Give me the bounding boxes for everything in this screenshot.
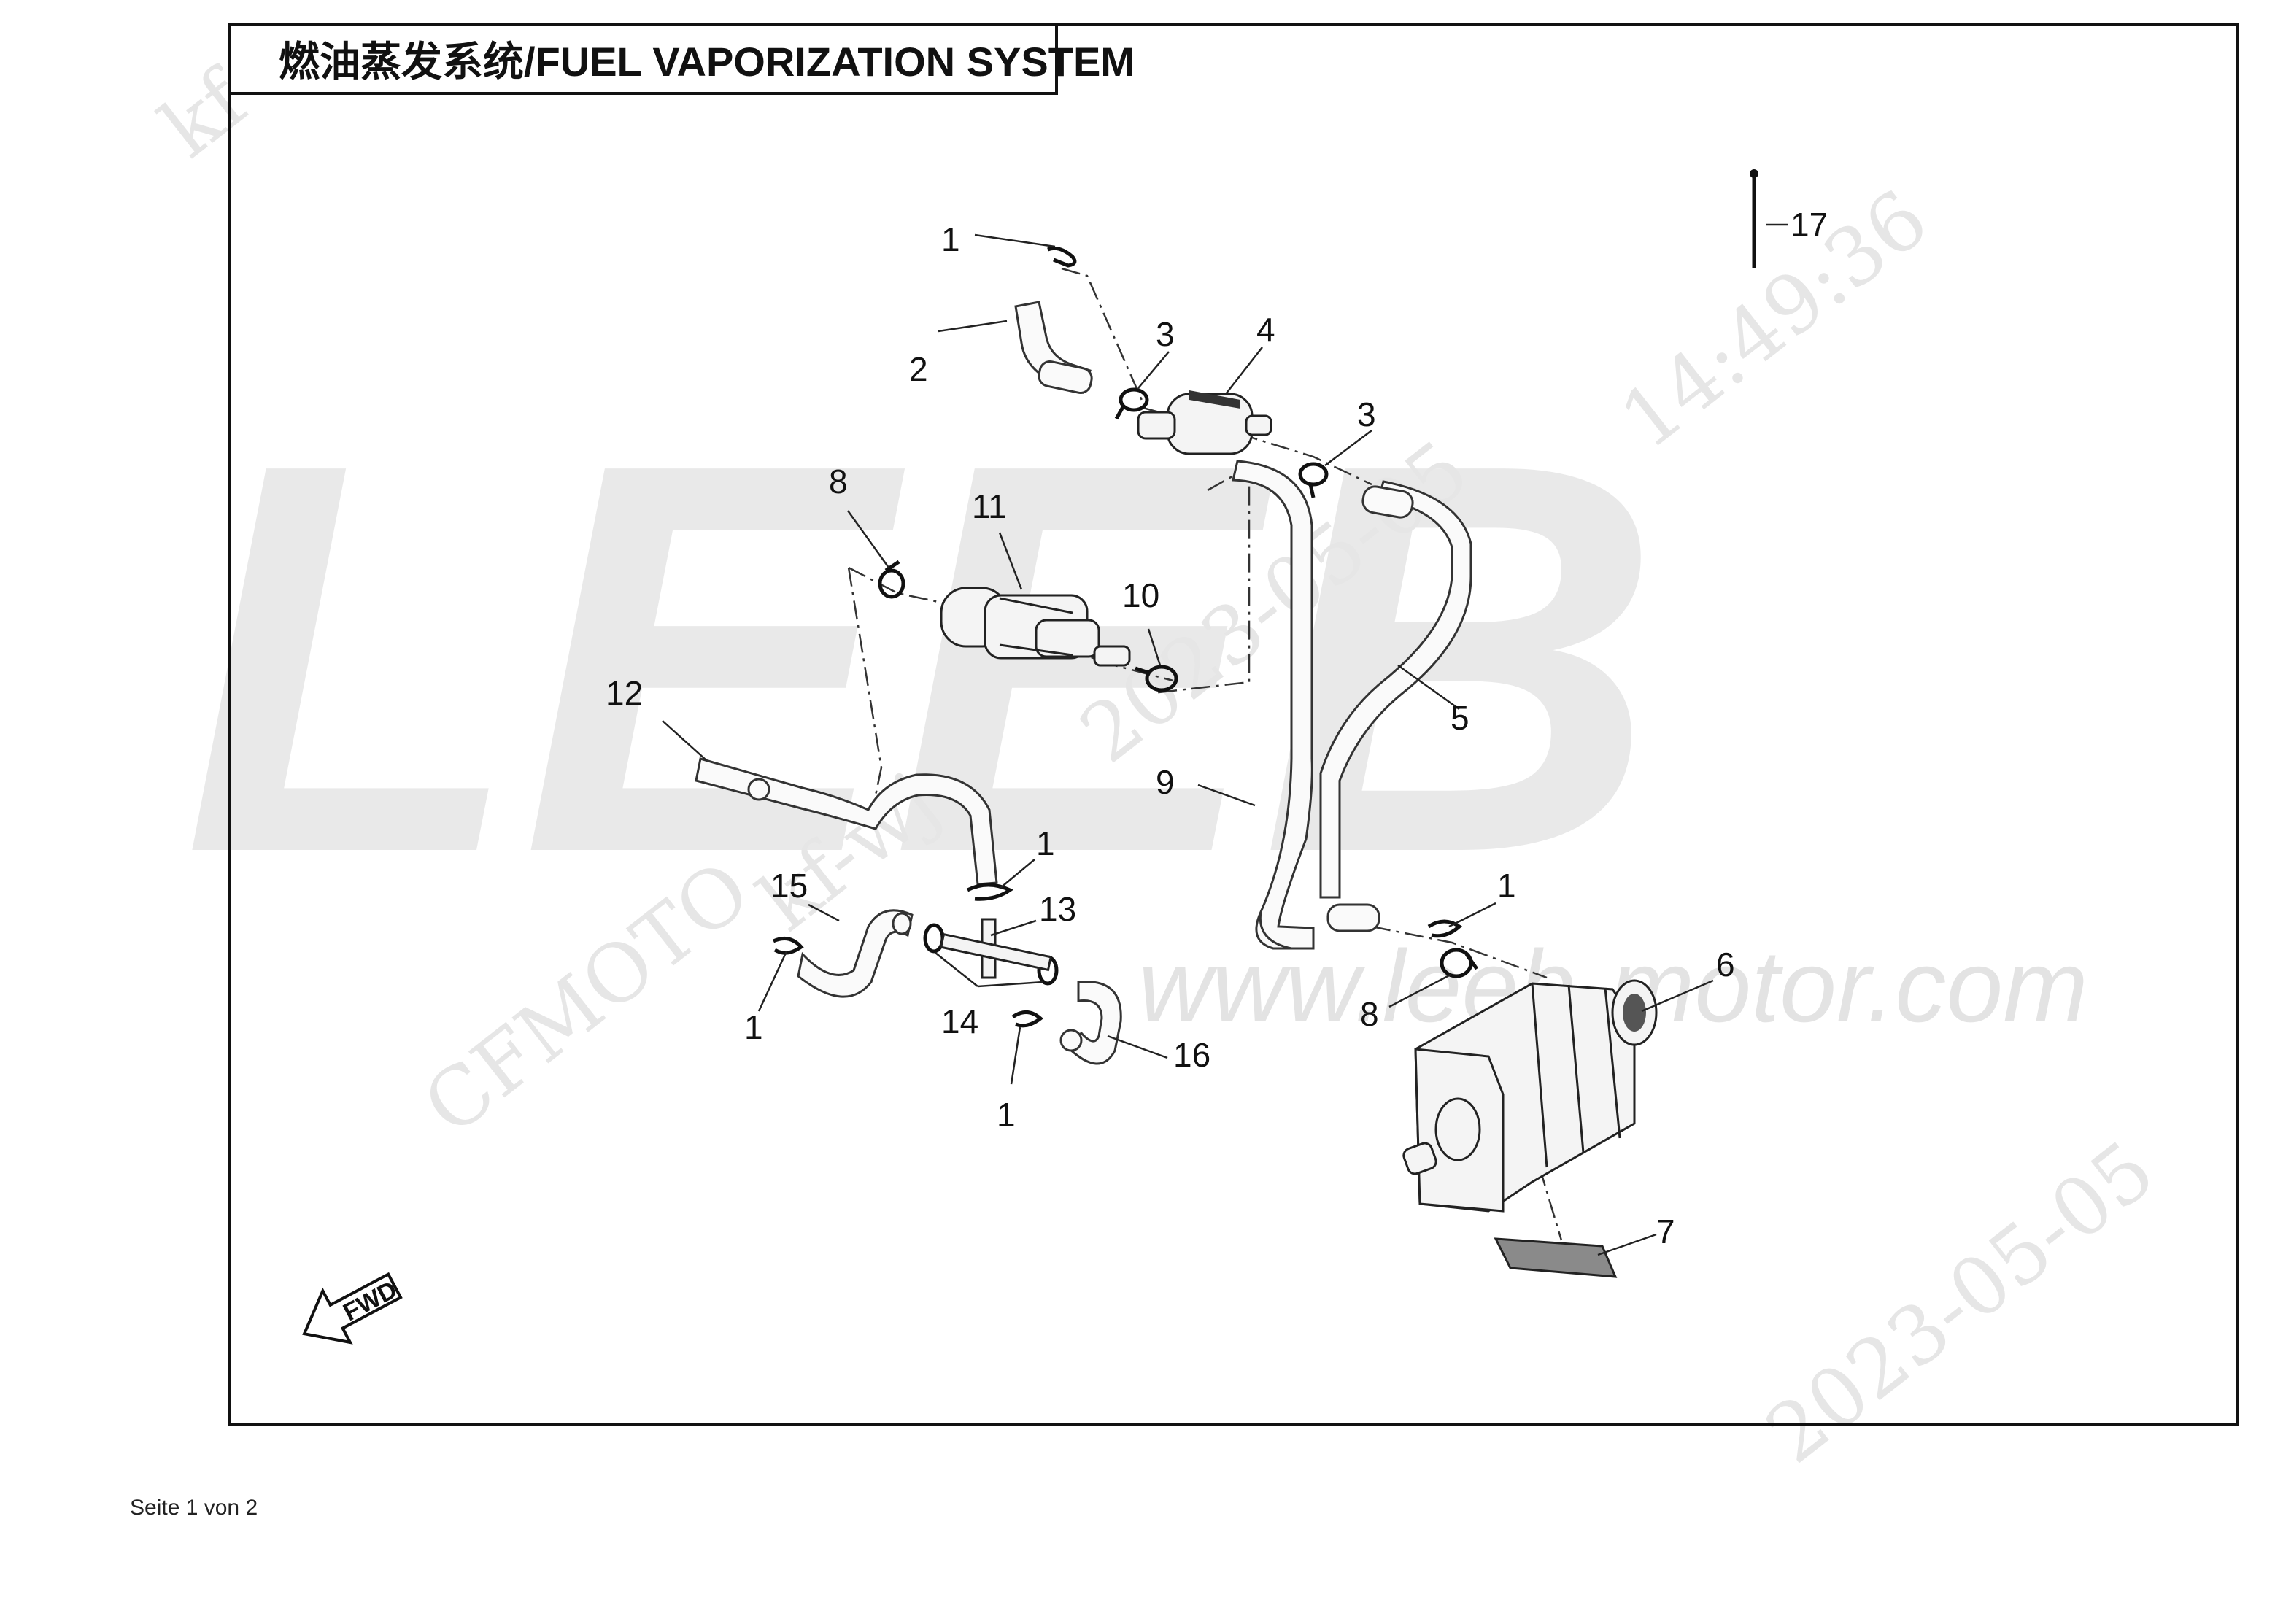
callout-17: 17	[1791, 206, 1828, 244]
callout-12: 12	[606, 674, 643, 712]
clamp-part-8a	[878, 560, 905, 599]
callout-1: 1	[997, 1096, 1016, 1134]
date-watermark-bottom: 2023-05-05	[1749, 1123, 2171, 1481]
callout-8: 8	[1360, 995, 1379, 1033]
callout-13: 13	[1039, 890, 1076, 928]
pin-part	[1750, 169, 1758, 268]
title-box	[228, 23, 1058, 95]
callout-labels: 1 2 3 4 3 8 11 10 5 17 12 9 1 15 13 1 6 …	[606, 206, 1828, 1250]
hose-part-16	[1059, 980, 1122, 1065]
diagram-title: 燃油蒸发系统/FUEL VAPORIZATION SYSTEM	[279, 39, 1135, 85]
clip-part-top	[1047, 246, 1077, 268]
tee-part-13	[939, 918, 1053, 979]
callout-3: 3	[1357, 395, 1376, 433]
clip-part-1c	[1427, 919, 1463, 938]
elbow-hose-part	[1014, 301, 1093, 395]
page-footer: Seite 1 von 2	[130, 1496, 258, 1520]
hose-part-5	[1319, 480, 1472, 899]
valve-part	[1137, 390, 1272, 455]
clamp-part-3a	[1114, 387, 1149, 420]
callout-1: 1	[1036, 824, 1055, 862]
long-hose-part-9	[1232, 460, 1380, 950]
callout-1: 1	[1497, 867, 1516, 905]
callout-11: 11	[972, 487, 1007, 525]
clamp-part-3b	[1298, 462, 1329, 498]
clamp-part-14	[923, 923, 1059, 988]
clamp-part-10	[1135, 665, 1178, 692]
callout-1: 1	[744, 1008, 763, 1046]
callout-6: 6	[1716, 946, 1735, 983]
rollover-valve-part	[940, 587, 1131, 667]
callout-3: 3	[1156, 315, 1175, 353]
canister-part-6	[1402, 979, 1658, 1213]
callout-9: 9	[1156, 763, 1175, 801]
callout-4: 4	[1256, 311, 1275, 349]
pad-part-7	[1494, 1237, 1618, 1278]
diagram-frame	[228, 23, 2239, 1426]
callout-10: 10	[1122, 576, 1159, 614]
leader-lines	[662, 223, 1788, 1256]
callout-7: 7	[1656, 1213, 1675, 1250]
callout-5: 5	[1451, 699, 1469, 737]
clip-part-1b	[966, 883, 1013, 901]
clip-part-1e	[1011, 1010, 1043, 1028]
callout-16: 16	[1173, 1036, 1210, 1074]
clip-part-1d	[772, 936, 804, 955]
callout-2: 2	[909, 350, 928, 388]
callout-1: 1	[941, 220, 960, 258]
vent-hose-part-12	[695, 757, 998, 886]
forward-arrow-icon: FWD	[302, 1272, 403, 1345]
clamp-part-8b	[1440, 948, 1479, 978]
callout-8: 8	[829, 463, 848, 500]
time-watermark: 14:49:36	[1603, 171, 1944, 467]
callout-14: 14	[941, 1002, 978, 1040]
hose-part-15	[797, 909, 914, 998]
callout-15: 15	[770, 867, 808, 905]
